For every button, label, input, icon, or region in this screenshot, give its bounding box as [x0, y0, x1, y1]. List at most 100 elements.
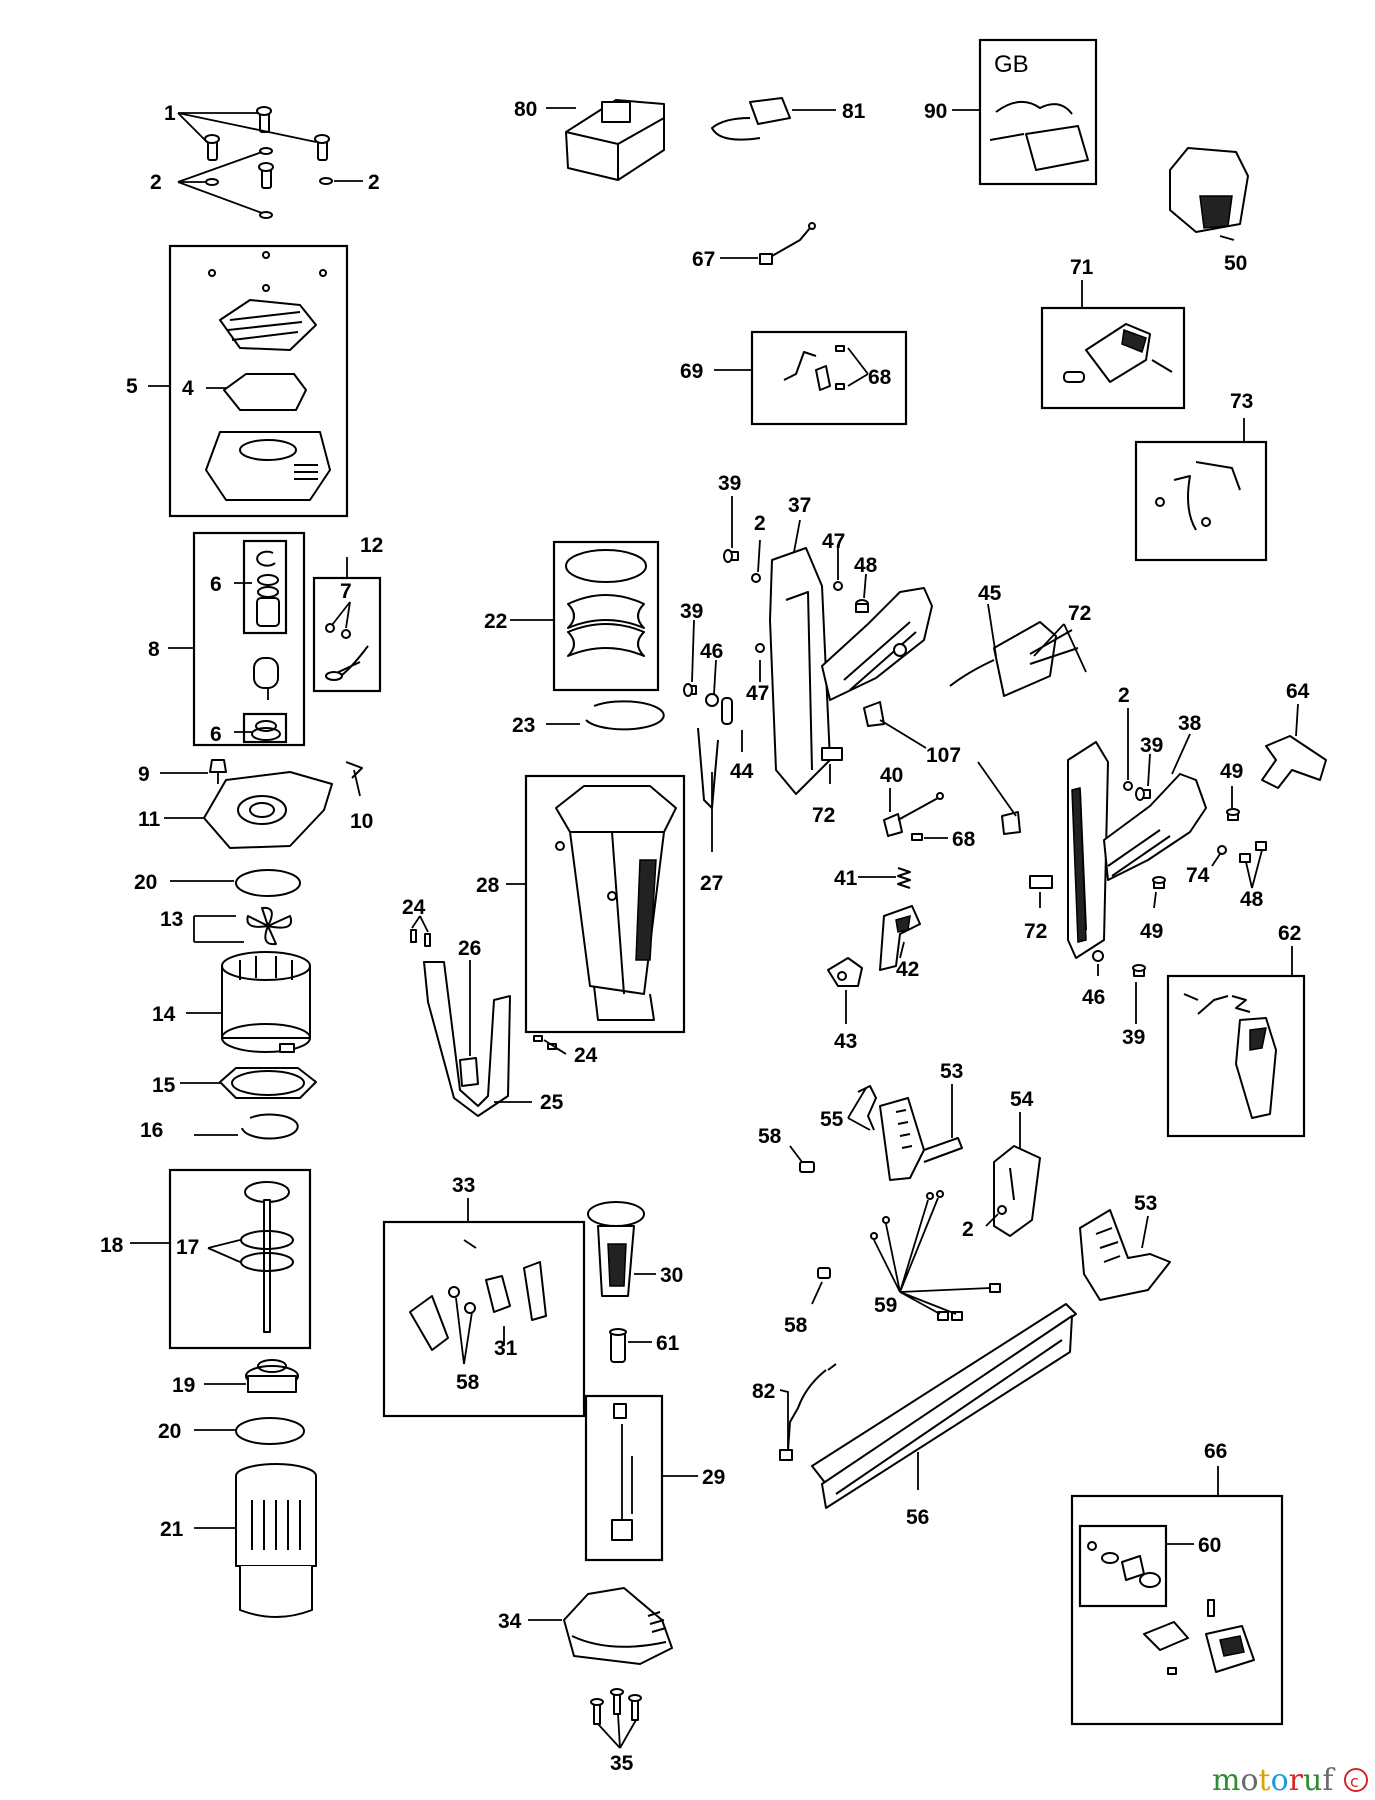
label-37: 37 [788, 494, 811, 517]
part-solenoid-45 [949, 621, 1079, 697]
part-74 [1217, 845, 1227, 855]
assembly-box-33 [382, 1220, 586, 1418]
label-38: 38 [1178, 712, 1202, 735]
part-latch-62 [1183, 993, 1277, 1119]
watermark-text: motoruf [1212, 1763, 1335, 1798]
label-72: 72 [1068, 602, 1091, 625]
label-5: 5 [126, 375, 138, 398]
assembly-box-62 [1166, 974, 1306, 1138]
label-13: 13 [160, 908, 183, 931]
part-47a [833, 581, 843, 591]
part-pad-72b [1029, 875, 1053, 889]
label-21: 21 [160, 1518, 184, 1541]
label-58: 58 [784, 1314, 808, 1337]
part-washer-46 [705, 693, 719, 707]
label-48: 48 [1240, 888, 1264, 911]
part-plate-54 [993, 1145, 1041, 1237]
label-28: 28 [476, 874, 500, 897]
label-16: 16 [140, 1119, 163, 1142]
assembly-box-90 [978, 38, 1098, 186]
label-46: 46 [700, 640, 723, 663]
part-screws-59 [870, 1190, 1001, 1321]
label-46: 46 [1082, 986, 1105, 1009]
part-gasket-15 [219, 1067, 317, 1099]
label-34: 34 [498, 1610, 522, 1633]
assembly-box-60 [1078, 1524, 1168, 1608]
part-screw-68 [911, 833, 923, 841]
assembly-box-18 [168, 1168, 312, 1350]
label-72: 72 [1024, 920, 1047, 943]
part-screw-39c [1135, 787, 1151, 801]
label-43: 43 [834, 1030, 857, 1053]
part-screw-39d [1132, 964, 1146, 977]
part-ring-23 [585, 700, 665, 731]
assembly-box-69 [750, 330, 908, 426]
label-69: 69 [680, 360, 703, 383]
label-55: 55 [820, 1108, 844, 1131]
assembly-box-71 [1040, 306, 1186, 410]
label-68: 68 [952, 828, 976, 851]
region-tag: GB [994, 51, 1029, 78]
part-frame-37 [769, 547, 933, 795]
subbox-6-bottom [242, 712, 288, 744]
part-cover-34 [563, 1587, 673, 1665]
part-motor-14 [221, 951, 311, 1053]
part-trigger-42 [879, 905, 921, 971]
part-depth-adjust-61 [1143, 1599, 1255, 1675]
label-17: 17 [176, 1236, 199, 1259]
label-47: 47 [746, 682, 769, 705]
part-charger-80 [565, 99, 665, 181]
label-39: 39 [1122, 1026, 1145, 1049]
label-1: 1 [164, 102, 176, 125]
label-42: 42 [896, 958, 919, 981]
part-adapter-81 [711, 97, 791, 141]
label-24: 24 [574, 1044, 598, 1067]
label-19: 19 [172, 1374, 195, 1397]
label-90: 90 [924, 100, 947, 123]
label-73: 73 [1230, 390, 1253, 413]
assembly-box-28 [524, 774, 686, 1034]
part-47b [755, 643, 765, 653]
part-pin-58b [817, 1267, 831, 1279]
label-23: 23 [512, 714, 535, 737]
label-35: 35 [610, 1752, 634, 1775]
part-spring-parts-68 [783, 345, 845, 391]
part-rod-27 [697, 727, 719, 809]
part-switch-7 [325, 623, 369, 681]
watermark-letter: t [1259, 1763, 1271, 1798]
label-56: 56 [906, 1506, 929, 1529]
label-61: 66 [1204, 1440, 1227, 1463]
part-guide-53b [1079, 1209, 1171, 1301]
part-switch-40 [883, 792, 944, 837]
watermark-letter: f [1322, 1763, 1335, 1798]
watermark-letter: r [1289, 1763, 1304, 1798]
part-screw-49b [1152, 876, 1166, 889]
part-pin-58a [799, 1161, 815, 1173]
label-66: 61 [656, 1332, 680, 1355]
part-washer-2b [1123, 781, 1133, 791]
watermark-letter: o [1240, 1763, 1258, 1798]
part-spring-55 [857, 1085, 877, 1131]
label-14: 14 [152, 1003, 176, 1026]
watermark-logo: motoruf [1212, 1763, 1335, 1798]
leader-1-2 [177, 112, 363, 214]
part-spring-41 [897, 867, 911, 889]
part-washers-2 [205, 147, 333, 219]
label-30: 30 [660, 1264, 683, 1287]
label-50: 50 [1224, 252, 1247, 275]
part-washer-46b [1092, 950, 1104, 962]
label-4: 4 [182, 377, 194, 400]
label-39: 39 [1140, 734, 1163, 757]
label-2: 2 [754, 512, 766, 535]
part-oring-20 [235, 869, 301, 897]
part-screws-24 [410, 929, 557, 1050]
label-53: 53 [1134, 1192, 1157, 1215]
label-49: 49 [1220, 760, 1243, 783]
label-53: 53 [940, 1060, 963, 1083]
label-80: 80 [514, 98, 537, 121]
part-valve-30 [587, 1201, 645, 1297]
label-49: 49 [1140, 920, 1163, 943]
label-24: 24 [402, 896, 426, 919]
label-72: 72 [812, 804, 835, 827]
label-58: 58 [758, 1125, 782, 1148]
